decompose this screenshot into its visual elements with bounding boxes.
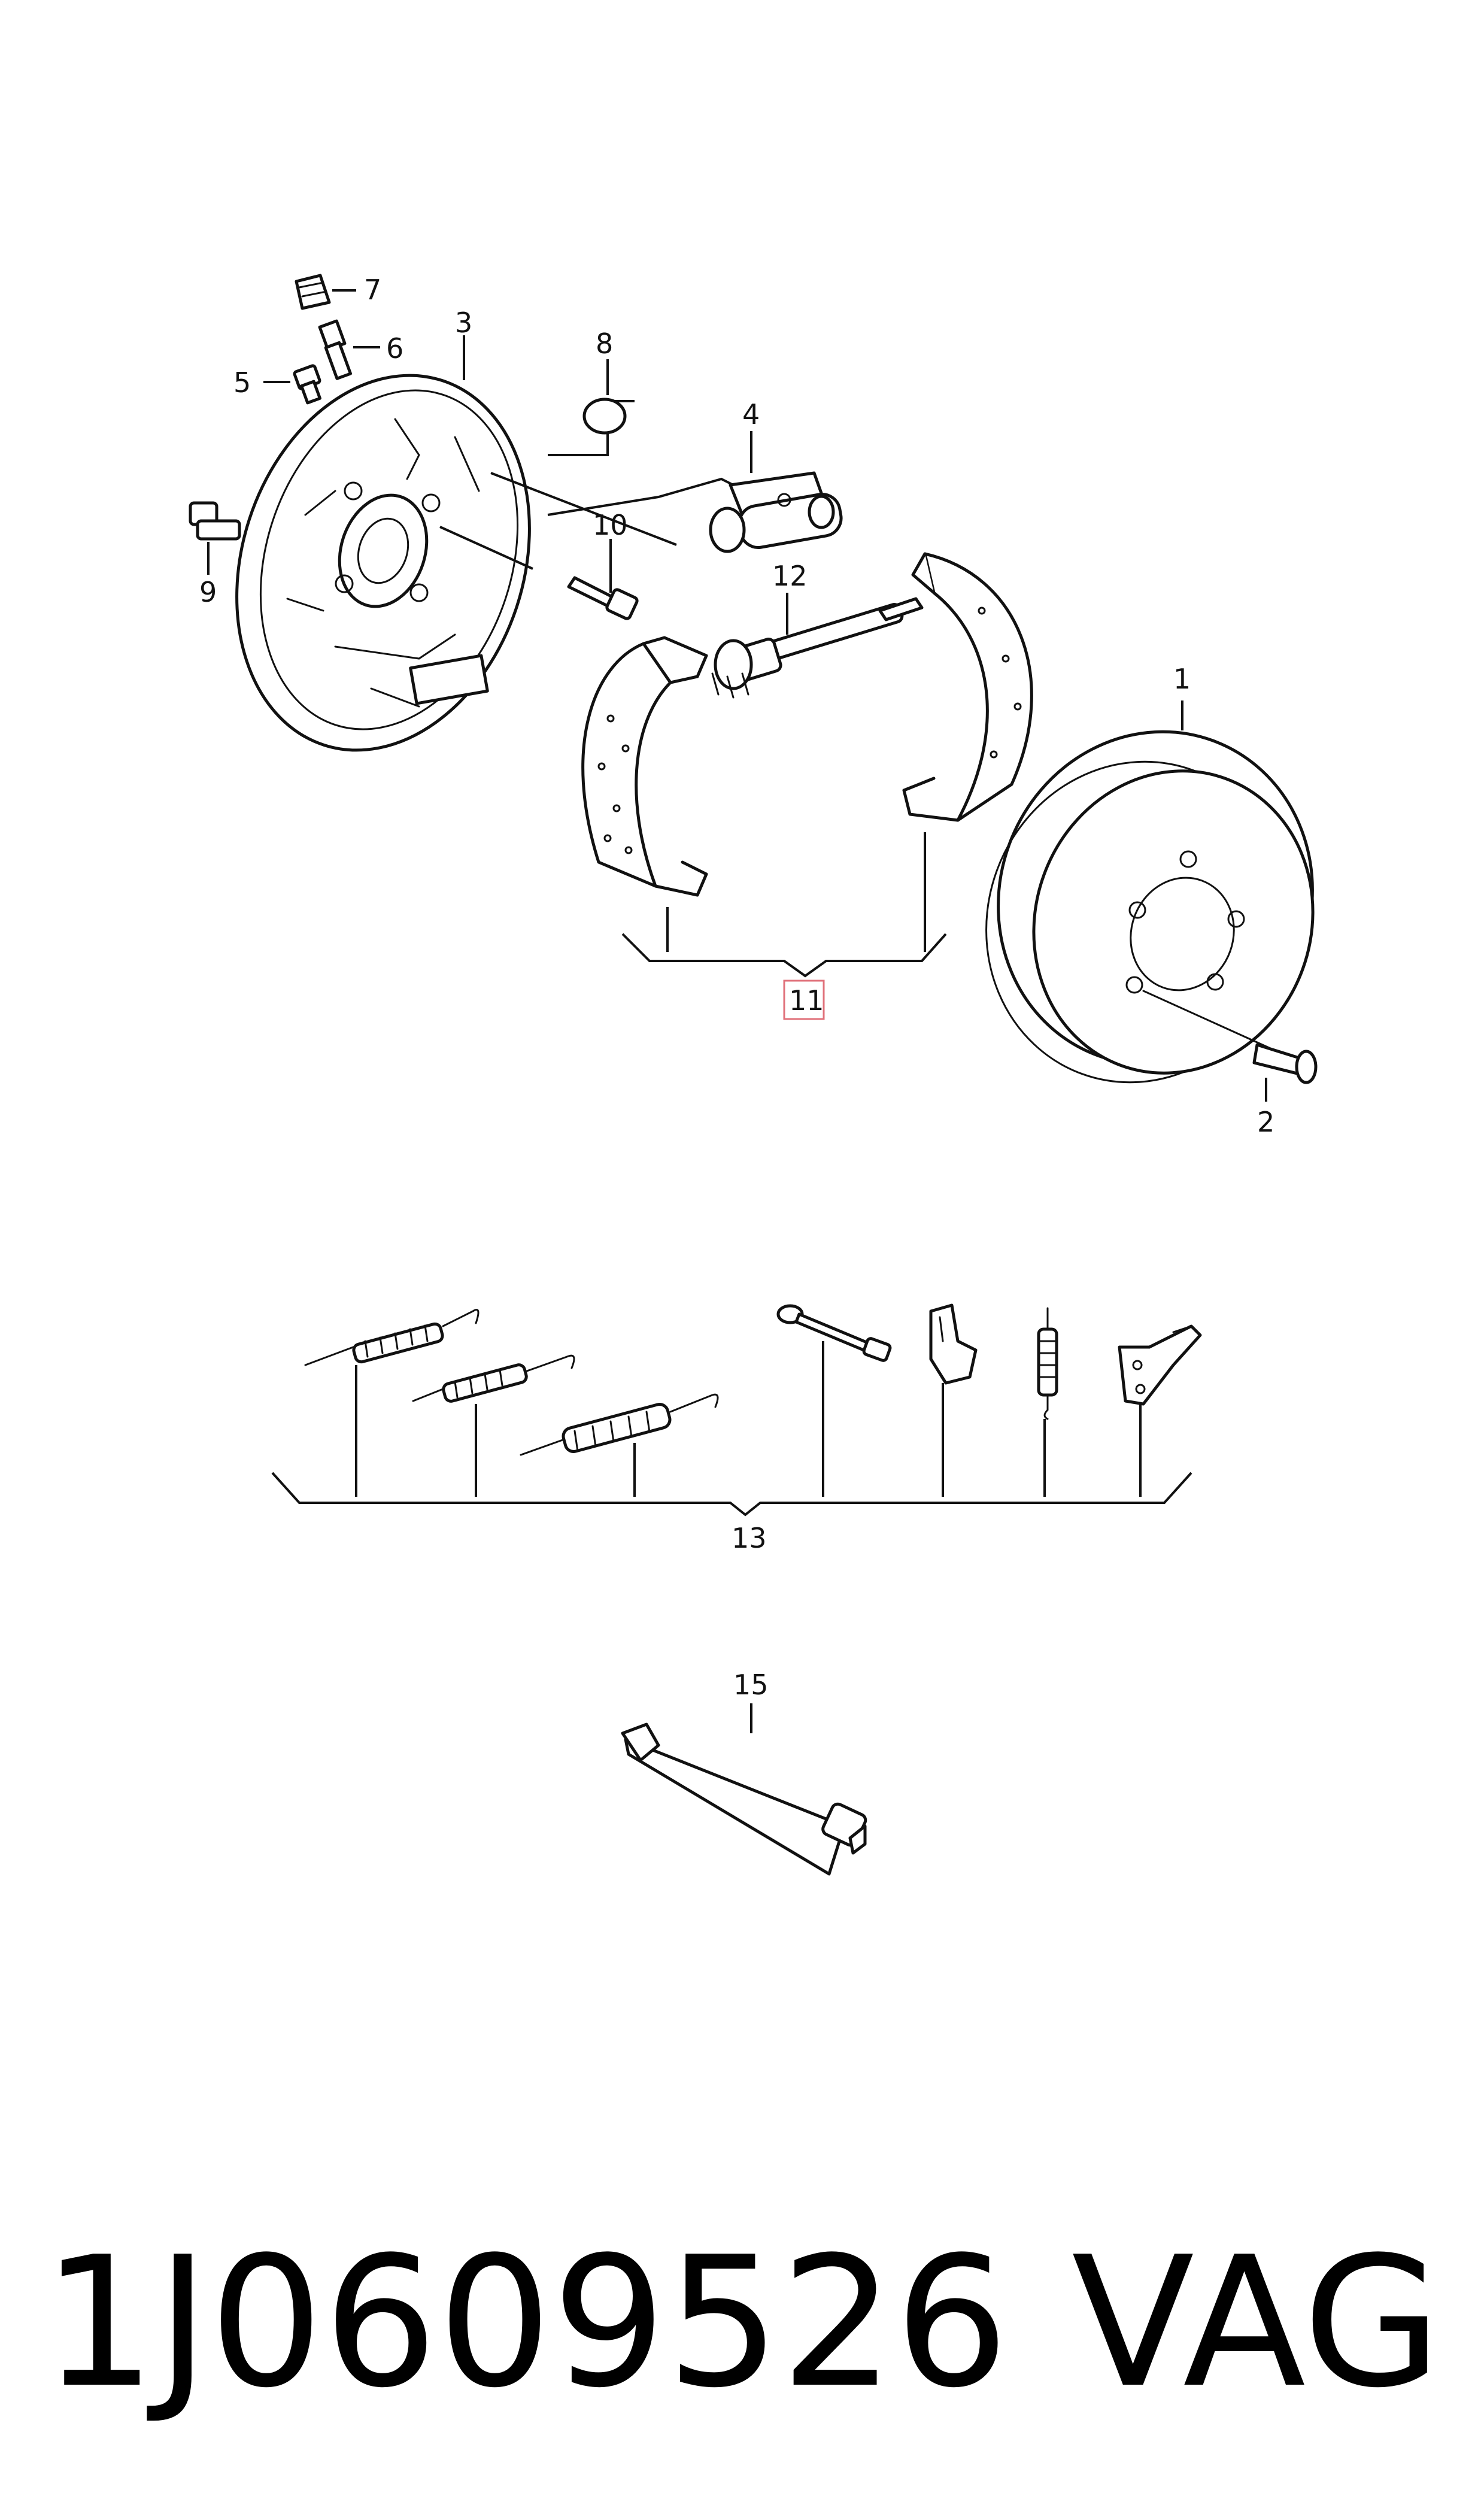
part-number: 1J0609526: [42, 2218, 1009, 2427]
wheel-cylinder-drawing: [709, 471, 843, 553]
strut-pin-drawing: [776, 1304, 892, 1362]
grease-tube-drawing: [621, 1723, 867, 1876]
callout-6: 6: [386, 332, 403, 365]
drum-screw-drawing: [1142, 990, 1318, 1084]
callout-9: 9: [199, 576, 217, 608]
backing-plate-drawing: [235, 374, 531, 752]
plug-drawing: [582, 398, 627, 435]
brand-name: VAG: [1072, 2218, 1442, 2427]
sensor-drawing: [189, 501, 241, 541]
spring-1-drawing: [304, 1309, 480, 1366]
bleed-cap-drawing: [295, 274, 331, 310]
hex-screw-drawing: [293, 364, 321, 405]
lever-bracket-drawing: [1118, 1324, 1202, 1406]
brake-shoe-left-drawing: [581, 636, 708, 897]
callout-7: 7: [364, 274, 381, 306]
callout-11: 11: [789, 984, 824, 1017]
callout-4: 4: [742, 398, 760, 430]
brake-shoe-right-drawing: [902, 552, 1033, 822]
retainer-clip-drawing: [929, 1303, 978, 1385]
callout-11-highlight: [783, 980, 825, 1020]
bolt-drawing: [567, 576, 639, 620]
hold-down-spring-drawing: [1037, 1307, 1058, 1420]
callout-8: 8: [596, 327, 613, 360]
callout-10: 10: [593, 509, 628, 541]
bleed-screw-drawing: [318, 319, 353, 380]
callout-3: 3: [455, 307, 472, 339]
spring-3-drawing: [520, 1393, 719, 1456]
adjuster-drawing: [711, 597, 924, 699]
callout-12: 12: [772, 560, 808, 592]
callout-2: 2: [1257, 1106, 1274, 1138]
callout-15: 15: [733, 1669, 769, 1701]
brake-drum-drawing: [985, 730, 1315, 1084]
callout-13: 13: [732, 1522, 767, 1554]
callout-5: 5: [233, 366, 251, 399]
callout-1: 1: [1173, 663, 1191, 695]
spring-2-drawing: [412, 1354, 575, 1403]
